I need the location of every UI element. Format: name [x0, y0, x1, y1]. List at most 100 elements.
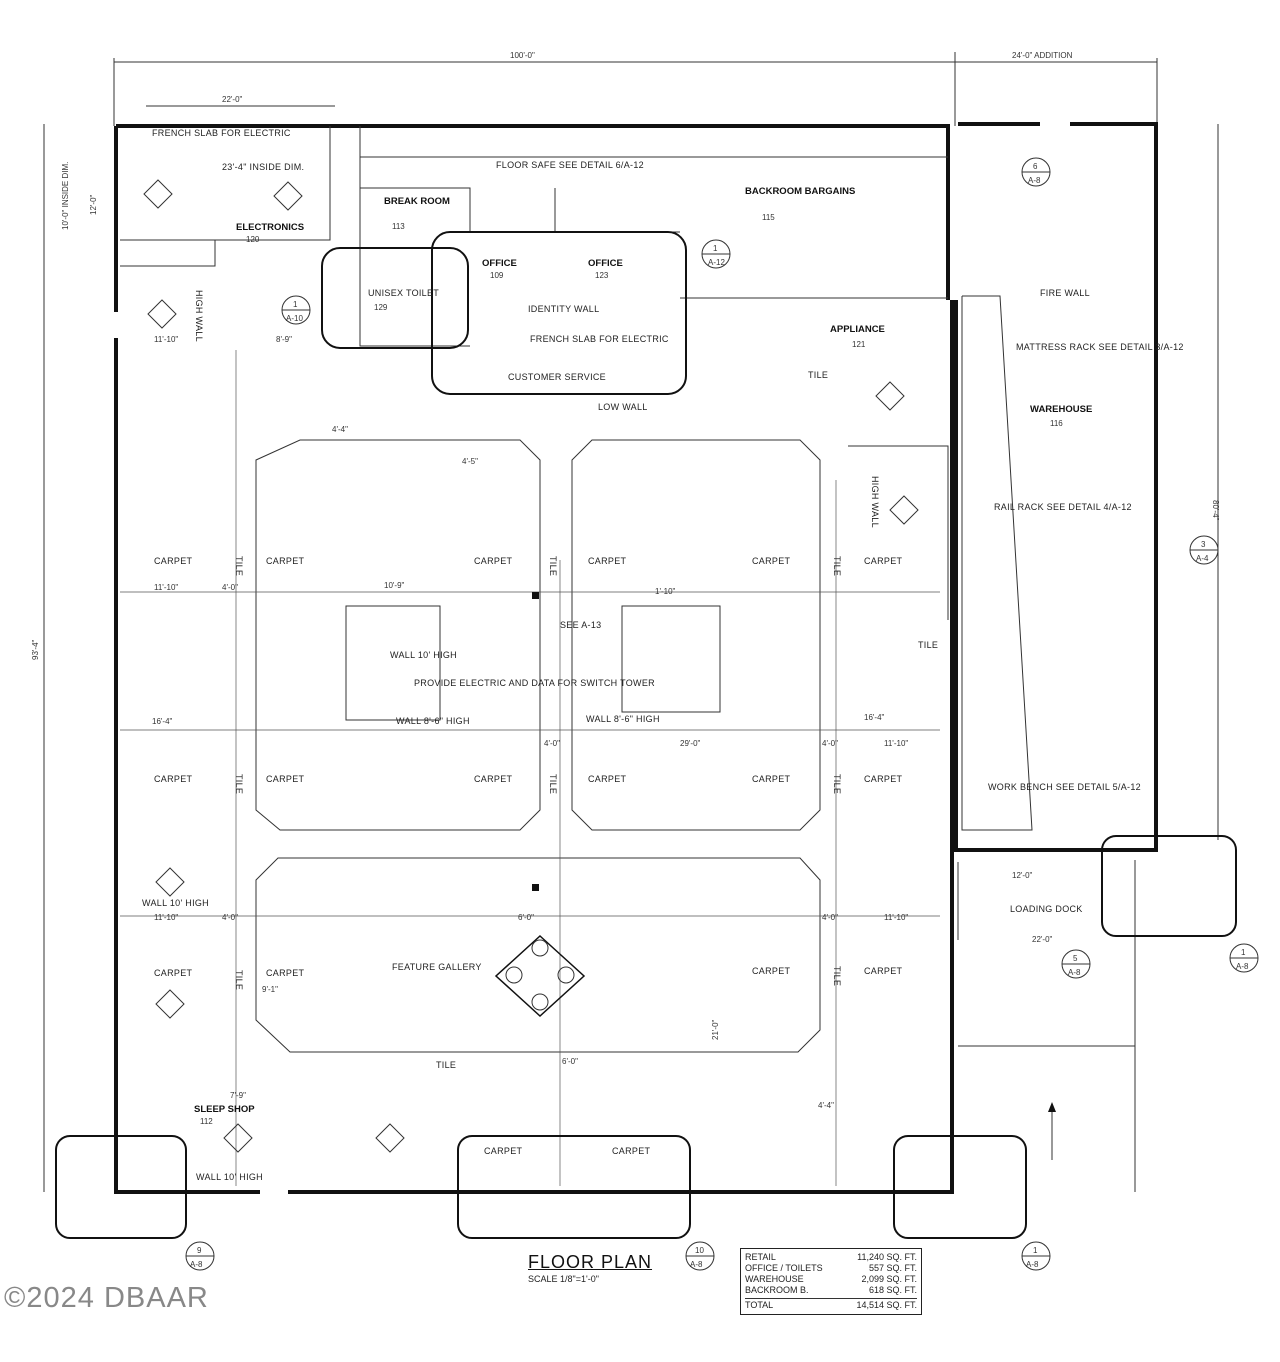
carpet-label: CARPET [752, 774, 791, 784]
note-french-slab-2: FRENCH SLAB FOR ELECTRIC [530, 334, 669, 344]
note-low-wall: LOW WALL [598, 402, 648, 412]
room-appliance-num: 121 [852, 340, 866, 349]
carpet-label: CARPET [474, 556, 513, 566]
room-office-2-num: 123 [595, 271, 609, 280]
room-break-room-num: 113 [392, 222, 405, 231]
area-value: 557 SQ. FT. [868, 1263, 917, 1273]
svg-text:10: 10 [695, 1246, 704, 1255]
svg-text:1: 1 [293, 300, 298, 309]
room-unisex-toilet: UNISEX TOILET [368, 288, 439, 298]
carpet-label: CARPET [266, 968, 305, 978]
carpet-label: CARPET [864, 556, 903, 566]
dim-label: 6'-0" [562, 1057, 578, 1066]
svg-text:1: 1 [713, 244, 718, 253]
section-marker [155, 989, 185, 1019]
carpet-label: CARPET [864, 966, 903, 976]
ref-bubble: 9A-8 [185, 1241, 215, 1271]
room-unisex-toilet-num: 129 [374, 303, 388, 312]
area-label: RETAIL [745, 1252, 776, 1262]
carpet-label: CARPET [588, 556, 627, 566]
room-warehouse-num: 116 [1050, 419, 1063, 428]
dim-label: 9'-1" [262, 985, 278, 994]
area-label: BACKROOM B. [745, 1285, 809, 1295]
note-feature-gallery: FEATURE GALLERY [392, 962, 482, 972]
note-tile-appliance: TILE [808, 370, 828, 380]
room-sleep-shop: SLEEP SHOP [194, 1104, 255, 1115]
ref-bubble: 5A-8 [1061, 949, 1091, 979]
carpet-label: CARPET [266, 774, 305, 784]
area-total-row: TOTAL 14,514 SQ. FT. [745, 1298, 917, 1311]
dim-label: 4'-4" [818, 1101, 834, 1110]
dim-label: 4'-0" [822, 739, 838, 748]
section-marker [147, 299, 177, 329]
svg-text:9: 9 [197, 1246, 202, 1255]
dim-label: 4'-5" [462, 457, 478, 466]
section-marker [273, 181, 303, 211]
room-warehouse: WAREHOUSE [1030, 404, 1092, 415]
room-break-room: BREAK ROOM [384, 196, 450, 207]
dim-electric-room: 22'-0" [222, 95, 243, 104]
carpet-label: CARPET [612, 1146, 651, 1156]
note-wall-10-high-2: WALL 10' HIGH [142, 898, 209, 908]
tile-label: TILE [832, 556, 842, 576]
section-marker [143, 179, 173, 209]
dim-label: 4'-4" [332, 425, 348, 434]
dim-label: 1'-10" [655, 587, 676, 596]
copyright-watermark: ©2024 DBAAR [4, 1282, 209, 1314]
note-tile-east: TILE [918, 640, 938, 650]
section-marker [155, 867, 185, 897]
note-wall-8-high-1: WALL 8'-6" HIGH [396, 716, 470, 726]
carpet-label: CARPET [752, 966, 791, 976]
dim-label: 4'-0" [222, 913, 238, 922]
ref-bubble: 1A-12 [701, 239, 731, 269]
section-marker [375, 1123, 405, 1153]
note-provide-electric: PROVIDE ELECTRIC AND DATA FOR SWITCH TOW… [414, 678, 655, 688]
note-customer-service: CUSTOMER SERVICE [508, 372, 606, 382]
note-identity-wall: IDENTITY WALL [528, 304, 599, 314]
room-office-2: OFFICE [588, 258, 623, 269]
room-office-1: OFFICE [482, 258, 517, 269]
note-loading-dock: LOADING DOCK [1010, 904, 1083, 914]
note-high-wall-2: HIGH WALL [870, 476, 880, 528]
area-total-label: TOTAL [745, 1300, 774, 1310]
ref-bubble: 1A-8 [1229, 943, 1259, 973]
svg-text:1: 1 [1033, 1246, 1038, 1255]
area-value: 618 SQ. FT. [868, 1285, 917, 1295]
area-row: BACKROOM B. 618 SQ. FT. [745, 1285, 917, 1296]
carpet-label: CARPET [588, 774, 627, 784]
dim-label: 16'-4" [864, 713, 885, 722]
svg-text:6: 6 [1033, 162, 1038, 171]
area-label: WAREHOUSE [745, 1274, 804, 1284]
room-backroom-bargains-num: 115 [762, 213, 775, 222]
svg-text:3: 3 [1201, 540, 1206, 549]
ref-bubble: 3A-4 [1189, 535, 1219, 565]
drawing-scale: SCALE 1/8"=1'-0" [528, 1274, 599, 1284]
area-value: 11,240 SQ. FT. [857, 1252, 917, 1262]
carpet-label: CARPET [752, 556, 791, 566]
svg-text:A-8: A-8 [1026, 1260, 1039, 1269]
tile-label: TILE [234, 556, 244, 576]
dim-label: 11'-10" [884, 913, 908, 922]
area-total-value: 14,514 SQ. FT. [856, 1300, 917, 1310]
note-rail-rack: RAIL RACK SEE DETAIL 4/A-12 [994, 502, 1132, 512]
dim-overall-width: 100'-0" [510, 51, 535, 60]
dim-label: 11'-10" [884, 739, 908, 748]
carpet-label: CARPET [154, 774, 193, 784]
room-electronics: ELECTRONICS [236, 222, 304, 233]
svg-text:A-12: A-12 [708, 258, 725, 267]
dim-label: 21'-0" [711, 1019, 720, 1040]
dim-label: 22'-0" [1032, 935, 1053, 944]
note-see-a13: SEE A-13 [560, 620, 601, 630]
feature-gallery-marker [494, 934, 586, 1018]
note-french-slab-1: FRENCH SLAB FOR ELECTRIC [152, 128, 291, 138]
dim-label: 8'-9" [276, 335, 292, 344]
tile-label: TILE [234, 970, 244, 990]
dim-inside-2: 12'-0" [89, 194, 98, 215]
room-electronics-num: 120 [246, 235, 260, 244]
tile-label: TILE [234, 774, 244, 794]
svg-text:A-8: A-8 [690, 1260, 703, 1269]
dim-label: 4'-0" [222, 583, 238, 592]
